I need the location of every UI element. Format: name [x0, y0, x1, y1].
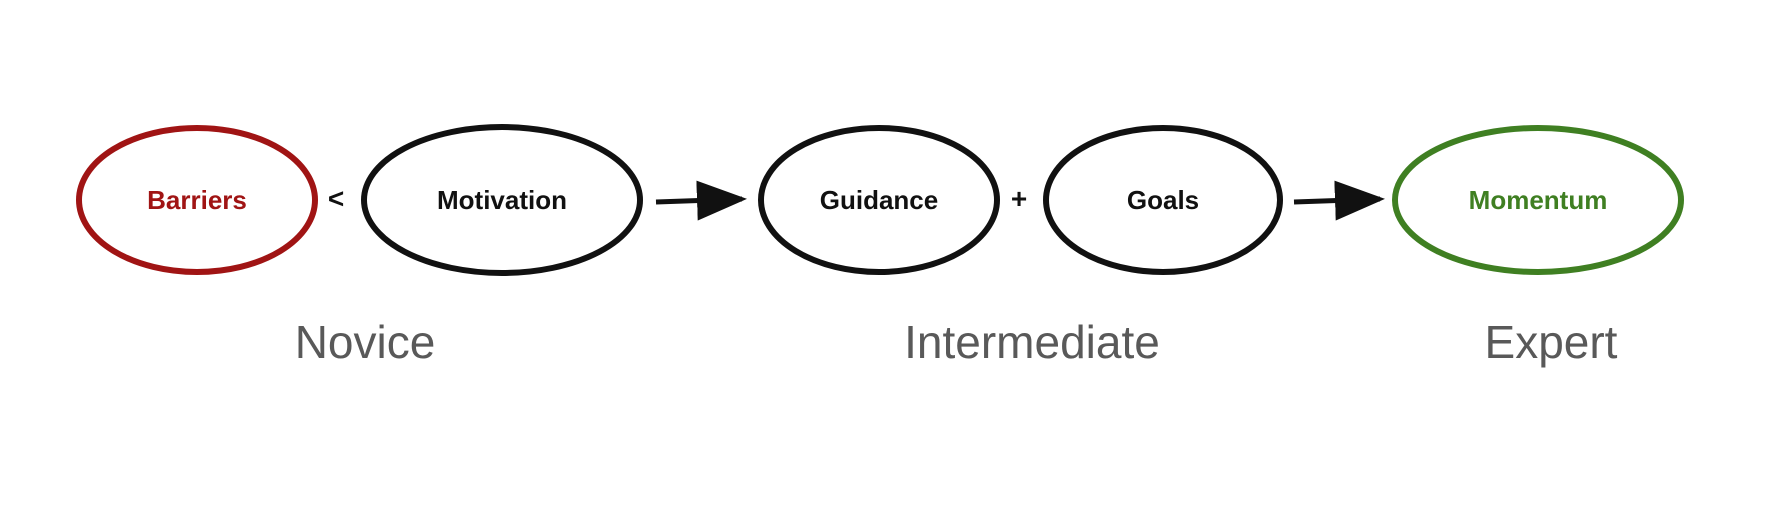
motivation-node: Motivation: [361, 124, 643, 276]
less-than-operator: <: [328, 183, 344, 214]
goals-label: Goals: [1127, 185, 1199, 215]
barriers-label: Barriers: [147, 185, 247, 215]
goals-ellipse: [1043, 125, 1283, 275]
guidance-node: Guidance: [758, 125, 1000, 275]
arrow-motivation-to-guidance: [655, 180, 747, 221]
stage-expert: Expert: [1485, 316, 1618, 368]
arrow-goals-to-momentum: [1293, 180, 1385, 221]
barriers-ellipse: [76, 125, 318, 275]
plus-operator: +: [1011, 183, 1027, 214]
momentum-label: Momentum: [1469, 185, 1608, 215]
stage-novice: Novice: [295, 316, 436, 368]
momentum-ellipse: [1392, 125, 1684, 275]
barriers-node: Barriers: [76, 125, 318, 275]
motivation-ellipse: [361, 124, 643, 276]
stage-intermediate: Intermediate: [904, 316, 1160, 368]
guidance-ellipse: [758, 125, 1000, 275]
momentum-node: Momentum: [1392, 125, 1684, 275]
motivation-label: Motivation: [437, 185, 567, 215]
goals-node: Goals: [1043, 125, 1283, 275]
guidance-label: Guidance: [820, 185, 938, 215]
